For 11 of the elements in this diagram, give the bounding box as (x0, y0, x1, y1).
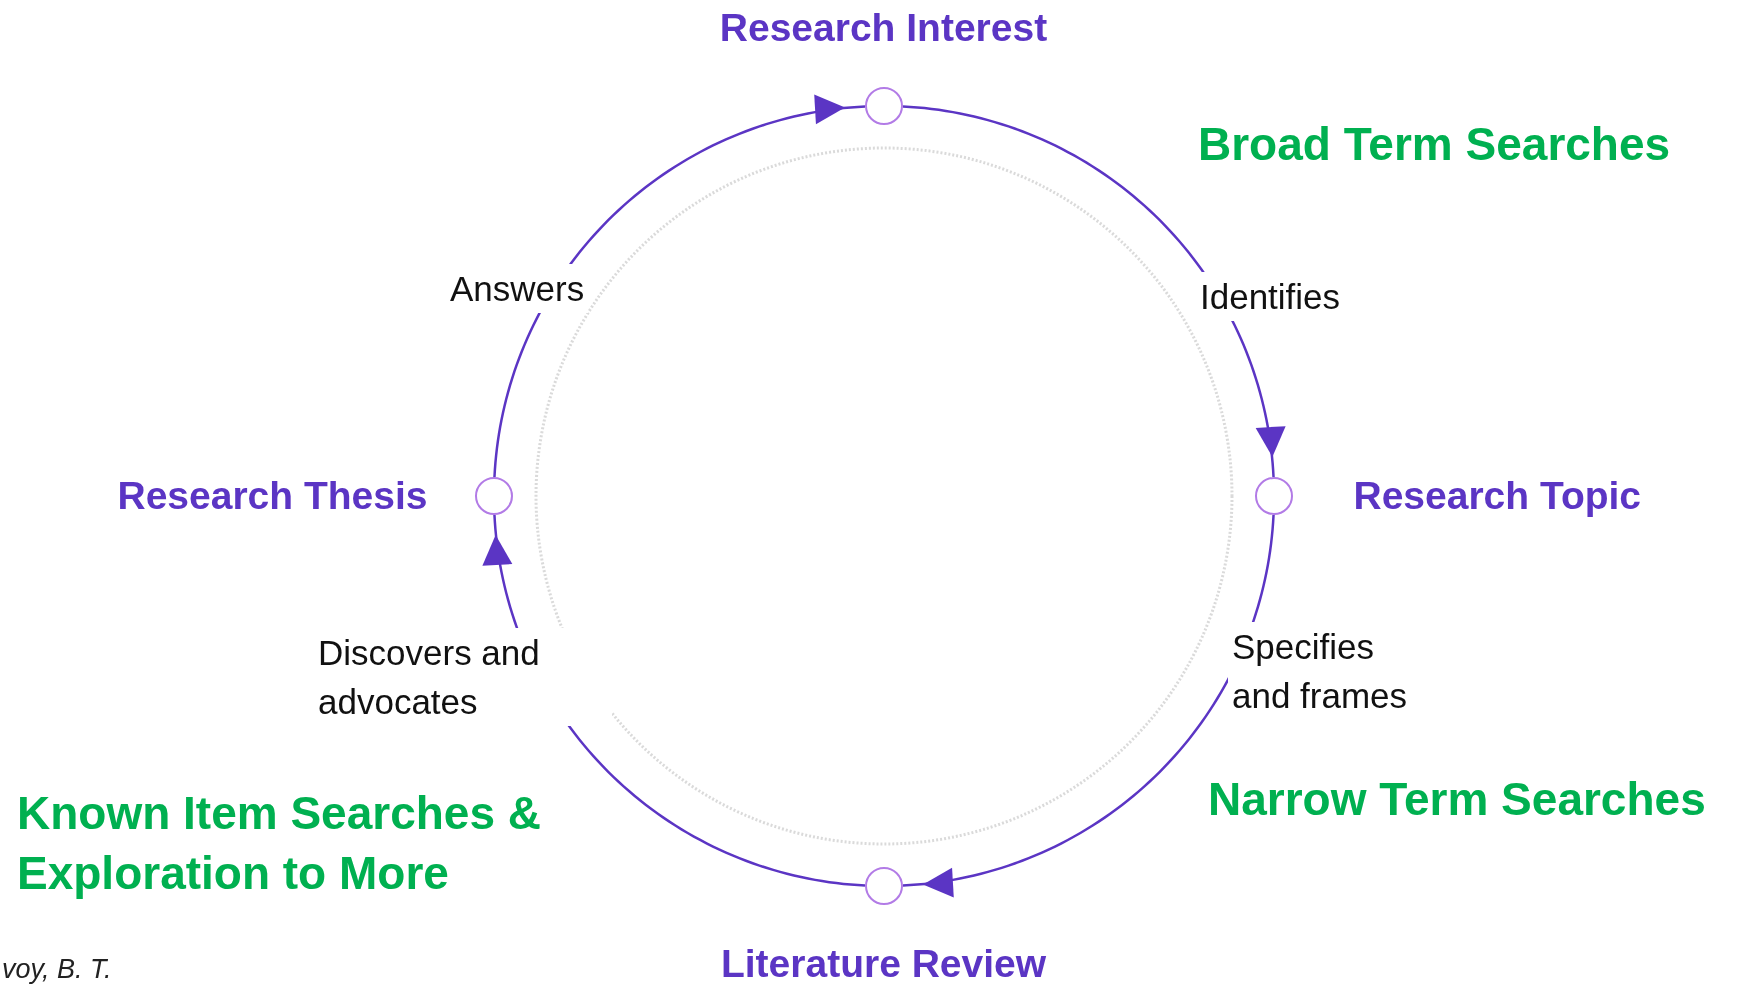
node-title: Research Thesis (117, 474, 428, 517)
arrow (902, 105, 1286, 478)
search-stage-label: Narrow Term Searches (1208, 772, 1706, 827)
node-title: Research Interest (719, 6, 1048, 49)
node-title: Research Topic (1353, 474, 1642, 517)
node-title: Literature Review (720, 942, 1047, 985)
search-stage-label: Known Item Searches & Exploration to More (17, 786, 543, 901)
citation: voy, B. T. (2, 953, 112, 986)
arrow (902, 514, 1275, 898)
arrow (493, 94, 866, 478)
search-stage-label: Broad Term Searches (1198, 117, 1671, 172)
